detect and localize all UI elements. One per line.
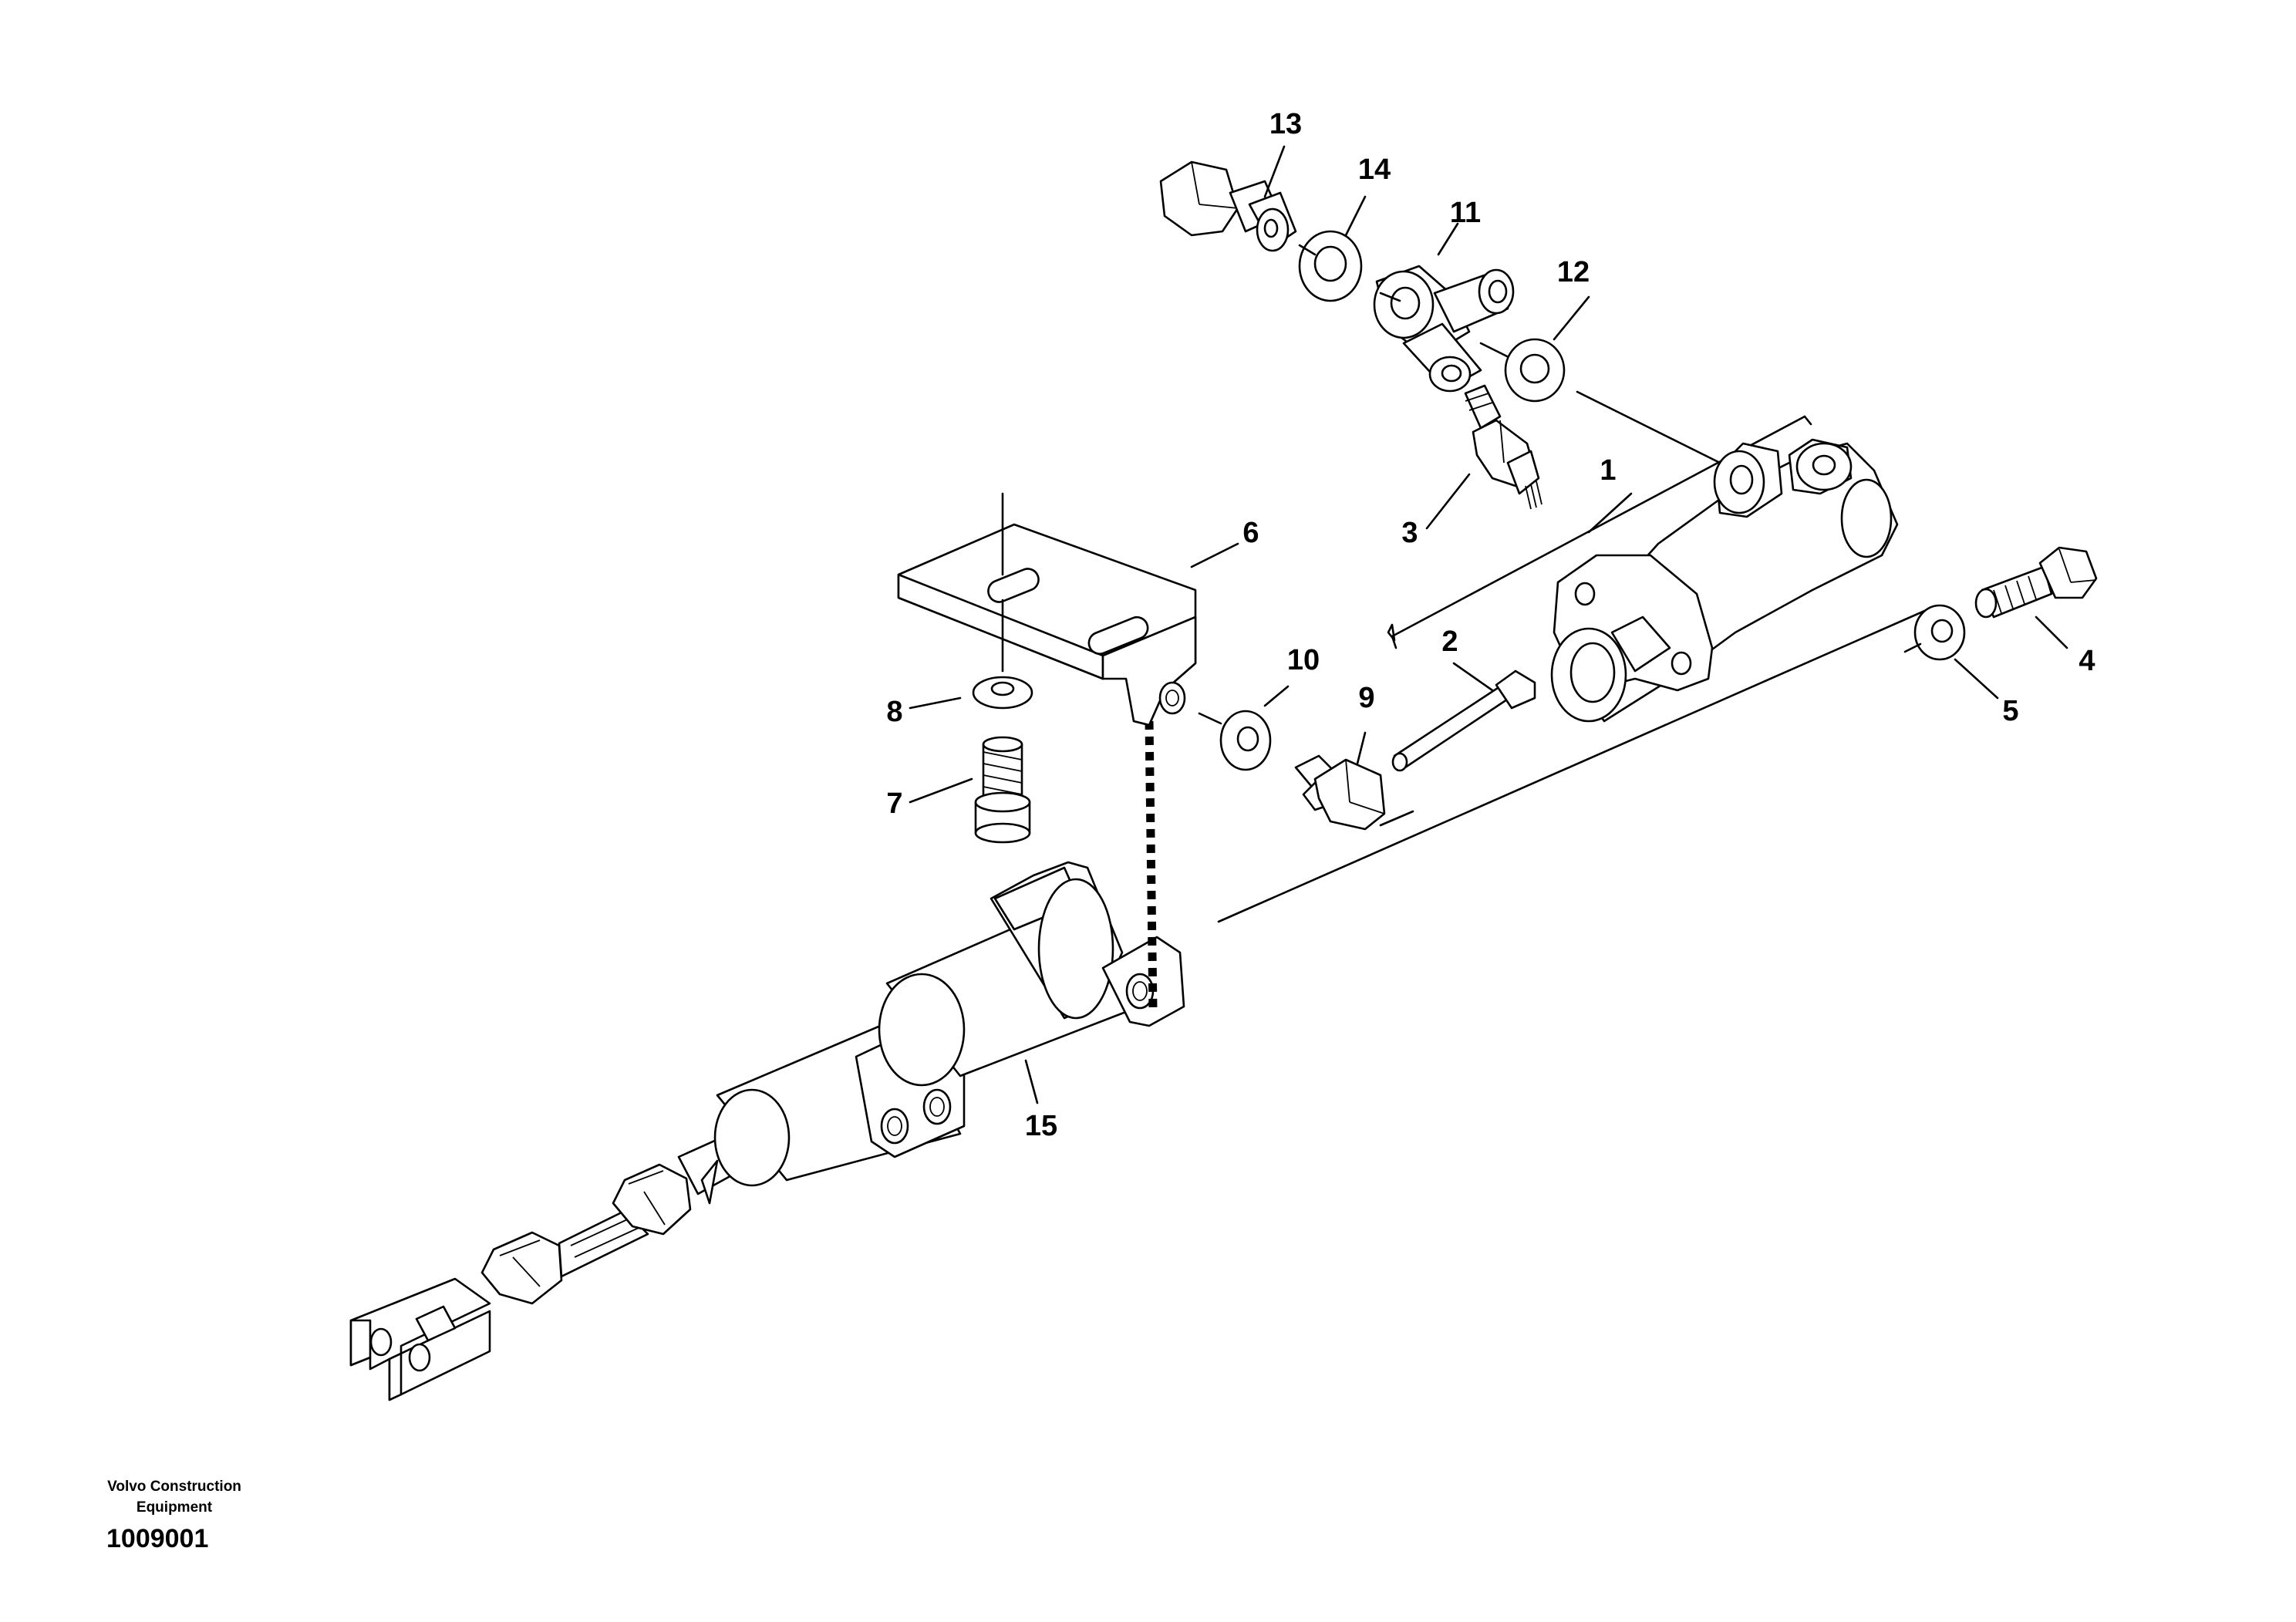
callout-14: 14 (1358, 153, 1391, 186)
callout-13: 13 (1269, 108, 1302, 140)
callout-9: 9 (1358, 682, 1374, 714)
part-5-washer (1903, 604, 1999, 700)
callout-labels: 1 2 3 4 5 6 7 8 9 10 11 12 13 14 15 (886, 108, 2095, 1142)
callout-12: 12 (1557, 256, 1590, 288)
part-3-pressure-switch (1425, 384, 1542, 530)
part-2-long-bolt (1391, 662, 1536, 772)
callout-6: 6 (1242, 517, 1259, 549)
alignment-dashed-line (1145, 720, 1158, 1011)
callout-8: 8 (886, 696, 902, 728)
callout-2: 2 (1441, 626, 1458, 658)
part-14-washer (1298, 195, 1367, 302)
part-11-banjo-fitting (1373, 222, 1521, 393)
part-4-hex-bolt (1974, 546, 2098, 649)
callout-5: 5 (2002, 695, 2018, 727)
part-12-washer (1504, 295, 1721, 464)
callout-4: 4 (2079, 645, 2095, 677)
callout-11: 11 (1450, 197, 1481, 229)
callout-1: 1 (1600, 454, 1616, 487)
callout-7: 7 (886, 787, 902, 820)
part-9-hex-bolt (1294, 731, 1386, 831)
part-6-bracket (897, 492, 1239, 727)
callout-3: 3 (1401, 517, 1418, 549)
part-1-master-cylinder (1387, 415, 1899, 723)
part-10-washer (1198, 685, 1290, 771)
assembly-axis-lines (1217, 608, 1930, 923)
footer: Volvo Construction Equipment 1009001 (74, 1476, 275, 1554)
part-8-washer (909, 676, 1033, 710)
company-name-line-1: Volvo Construction (107, 1479, 241, 1495)
part-15-cylinder-assembly (349, 861, 1185, 1401)
callout-15: 15 (1025, 1110, 1057, 1142)
document-number: 1009001 (106, 1524, 209, 1553)
company-name-line-2: Equipment (136, 1499, 213, 1516)
part-7-cap-screw (909, 736, 1031, 844)
callout-10: 10 (1287, 644, 1320, 676)
part-13-banjo-bolt (1159, 145, 1297, 252)
